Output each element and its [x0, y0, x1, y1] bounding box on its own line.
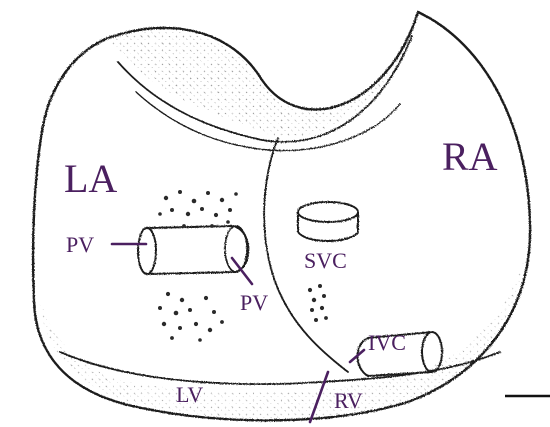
stipple-cluster-septal [308, 284, 328, 322]
pulmonary-vein-opening [138, 226, 248, 274]
stipple-cluster-lower [158, 292, 224, 342]
label-la: LA [64, 156, 117, 201]
svc-opening [298, 202, 358, 241]
label-lv: LV [176, 382, 203, 407]
atrial-body [33, 12, 530, 420]
label-svc: SVC [304, 248, 347, 273]
pv-lower-pointer [232, 258, 252, 284]
label-rv: RV [334, 388, 363, 413]
stipple-cluster-upper [158, 190, 238, 228]
label-ra: RA [442, 134, 498, 179]
label-pv-left: PV [66, 232, 94, 257]
label-ivc: IVC [368, 330, 406, 355]
label-pv-lower: PV [240, 290, 268, 315]
